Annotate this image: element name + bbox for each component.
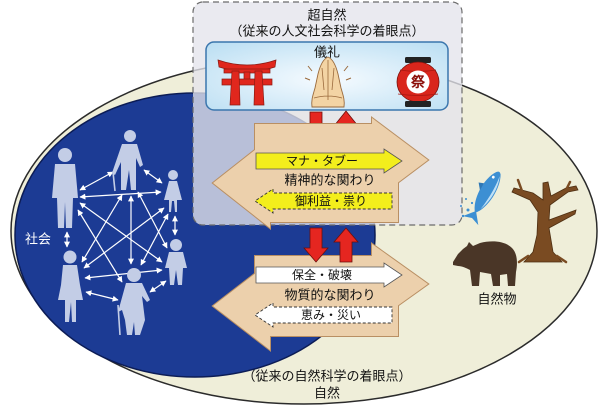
hands-detail <box>313 60 343 100</box>
social-relation-network <box>64 169 178 302</box>
spiritual-relation-label: 精神的な関わり <box>284 173 375 189</box>
hands-emphasis-lines <box>304 65 352 81</box>
torii-gate-icon <box>217 59 277 106</box>
mana-taboo-label: マナ・タブー <box>286 153 358 168</box>
elderly-woman-icon <box>117 268 150 336</box>
lantern-text: 祭 <box>410 74 426 91</box>
conservation-destruction-label: 保全・破壊 <box>292 267 352 282</box>
torii-left-pillar <box>229 70 241 106</box>
supernatural-subtitle: （従来の人文社会科学の着眼点） <box>229 24 424 40</box>
middle-down-arrow <box>303 227 329 263</box>
lantern-top-cap <box>405 57 431 63</box>
girl-icon <box>164 170 182 212</box>
nature-title: 自然 <box>314 386 340 402</box>
man-icon <box>52 148 78 228</box>
lantern-bottom-cap <box>405 101 431 107</box>
torii-right-pillar <box>253 70 265 106</box>
paper-lantern-icon: 祭 <box>396 57 440 107</box>
relation-arrow <box>143 169 163 184</box>
material-exchange-arrow: 保全・破壊 物質的な関わり 恵み・災い <box>211 242 430 353</box>
blessing-curse-label: 御利益・祟り <box>295 193 367 208</box>
relation-arrow <box>149 280 167 293</box>
spiritual-exchange-arrow: マナ・タブー 精神的な関わり 御利益・祟り <box>211 116 430 231</box>
material-backward-shape <box>213 262 398 350</box>
nature-subtitle: （従来の自然科学の着眼点） <box>242 369 411 385</box>
fish-icon <box>460 171 501 226</box>
society-label: 社会 <box>25 232 51 248</box>
relation-arrow <box>79 171 114 191</box>
supernatural-title: 超自然 <box>307 8 346 24</box>
tree-icon <box>511 178 579 264</box>
relation-arrow <box>85 290 119 302</box>
mana-taboo-arrow <box>255 148 403 174</box>
child-icon <box>165 239 187 285</box>
woman-icon <box>58 250 83 322</box>
bounty-disaster-label: 恵み・災い <box>301 308 361 322</box>
elderly-man-icon <box>112 130 143 192</box>
praying-hands-icon <box>304 56 352 108</box>
middle-up-arrow <box>333 227 359 263</box>
material-relation-label: 物質的な関わり <box>284 288 375 304</box>
conservation-destruction-arrow <box>255 262 403 288</box>
ritual-title: 儀礼 <box>314 45 340 61</box>
relation-arrow <box>140 213 169 266</box>
lantern-emblem <box>406 70 430 94</box>
blessing-curse-arrow <box>254 188 393 214</box>
relation-arrow <box>84 267 163 281</box>
bounty-disaster-arrow <box>254 302 393 328</box>
bear-icon <box>453 241 517 286</box>
torii-cross-beam <box>221 78 273 86</box>
natural-objects-label: 自然物 <box>477 292 516 308</box>
